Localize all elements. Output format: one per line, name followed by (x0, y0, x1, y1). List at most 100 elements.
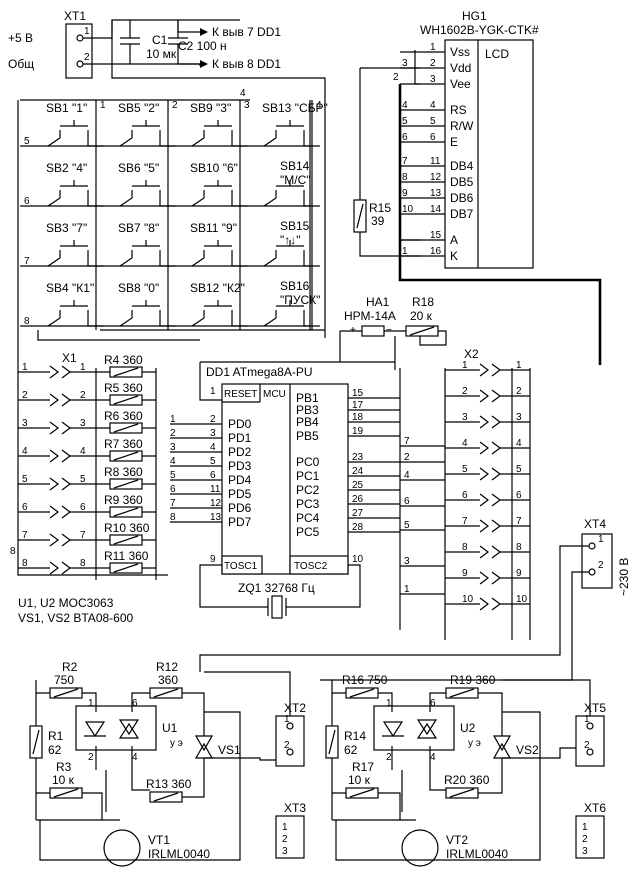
svg-text:1: 1 (584, 714, 590, 725)
x2-right-pin-6: 7 (516, 516, 522, 527)
xt4-ref: XT4 (584, 517, 606, 531)
svg-text:10 к: 10 к (52, 773, 75, 787)
x2-right-pin-2: 3 (516, 412, 522, 423)
lcd-pin-func-7: DB5 (450, 175, 474, 189)
x2-left-pin-5: 6 (462, 490, 468, 501)
x2-left-pin-9: 10 (462, 594, 474, 605)
svg-text:2: 2 (282, 834, 288, 845)
mcu-right-pin-7: 26 (352, 494, 364, 505)
mcu-right-pin-9: 28 (352, 522, 364, 533)
x1-left-pin-4: 5 (22, 474, 28, 485)
svg-text:VT1: VT1 (148, 833, 170, 847)
mcu-left-wire-4: 5 (170, 470, 176, 481)
x2-left-pin-8: 9 (462, 568, 468, 579)
key-label: SB2 "4" (46, 161, 87, 175)
svg-text:U2: U2 (460, 721, 476, 735)
x1-left-pin-3: 4 (22, 446, 28, 457)
mcu-dd1: DD1 ATmega8A-PU RESET MCU 1 TOSC1 TOSC2 … (170, 362, 400, 619)
x2-wire-5: 3 (404, 556, 410, 567)
svg-text:360: 360 (158, 673, 178, 687)
mcu-right-name-1: PB3 (296, 403, 319, 417)
mcu-left-pin-5: 11 (210, 484, 221, 495)
key-0-2: SB9 "3" (190, 101, 248, 147)
lcd-pin-2: 3 (430, 74, 436, 85)
mcu-left-name-1: PD1 (228, 431, 252, 445)
svg-text:R20 360: R20 360 (444, 773, 490, 787)
key-label: SB6 "5" (118, 161, 159, 175)
mcu-right-pin-5: 24 (352, 466, 364, 477)
x1-left-pin-0: 1 (22, 362, 28, 373)
svg-text:R19 360: R19 360 (450, 673, 496, 687)
lcd-title: LCD (485, 47, 509, 61)
svg-text:1: 1 (284, 714, 290, 725)
svg-text:XT3: XT3 (284, 801, 306, 815)
mcu-left-name-2: PD2 (228, 445, 252, 459)
x1-row-4: 5 5 R8 360 (18, 465, 156, 491)
x2-right-pin-8: 9 (516, 568, 522, 579)
key-2-1: SB7 "8" (118, 221, 176, 267)
x1-right-pin-4: 5 (80, 474, 86, 485)
x2-wire-6: 1 (404, 584, 410, 595)
x1-resistor-4: R8 360 (104, 465, 143, 479)
key-label: "ПУСК" (280, 293, 320, 307)
c1-ref: C1 (152, 33, 168, 47)
mcu-left-pin-6: 12 (210, 498, 222, 509)
mcu-left-name-7: PD7 (228, 515, 252, 529)
mcu-right-pin-0: 15 (352, 388, 364, 399)
mcu-right-pin-6: 25 (352, 480, 364, 491)
x1-right-pin-5: 6 (80, 502, 86, 513)
x1-resistor-1: R5 360 (104, 381, 143, 395)
svg-text:у э: у э (468, 738, 481, 749)
x2-wire-1: 2 (404, 452, 410, 463)
key-label: SB7 "8" (118, 221, 159, 235)
mcu-right-name-9: PC5 (296, 525, 320, 539)
mcu-left-pin-3: 5 (210, 456, 216, 467)
lcd-wire-9: 10 (402, 204, 414, 215)
x1-left-pin-7: 8 (22, 558, 28, 569)
key-label: SB14 (280, 159, 310, 173)
crystal: ZQ1 32768 Гц (238, 581, 315, 595)
svg-text:U1: U1 (162, 721, 178, 735)
key-1-3: SB14"М/С" (263, 159, 320, 207)
x1-left-pin-6: 7 (22, 530, 28, 541)
x1-resistor-6: R10 360 (104, 521, 150, 535)
keypad-col-1: 2 (172, 100, 178, 111)
mcu-left-name-0: PD0 (228, 417, 252, 431)
mcu-left-pin-7: 13 (210, 512, 222, 523)
svg-text:1: 1 (84, 26, 90, 37)
c1-value: 10 мк (146, 47, 177, 61)
r18-ref: R18 (412, 295, 434, 309)
note-triacs: VS1, VS2 BTA08-600 (18, 611, 134, 625)
svg-text:8: 8 (10, 546, 16, 557)
key-3-2: SB12 "К2" (190, 281, 248, 327)
mcu-left-name-4: PD4 (228, 473, 252, 487)
x2-left-pin-2: 3 (462, 412, 468, 423)
mcu-right-name-5: PC1 (296, 469, 320, 483)
lcd-pin-11: 16 (430, 246, 442, 257)
ha1-model: НРМ-14А (344, 309, 396, 323)
reset-label: RESET (224, 389, 257, 400)
mcu-left-wire-5: 6 (170, 484, 176, 495)
svg-text:10: 10 (352, 554, 364, 565)
mcu-left-pin-1: 3 (210, 428, 216, 439)
lcd-pin-func-9: DB7 (450, 207, 474, 221)
x1-right-pin-2: 3 (80, 418, 86, 429)
key-label: SB1 "1" (46, 101, 87, 115)
key-3-0: SB4 "К1" (46, 281, 104, 327)
svg-text:R13 360: R13 360 (146, 777, 192, 791)
x1-left-pin-5: 6 (22, 502, 28, 513)
svg-text:XT6: XT6 (584, 801, 606, 815)
key-label: SB11 "9" (190, 221, 237, 235)
key-label: SB12 "К2" (190, 281, 245, 295)
svg-text:6: 6 (430, 698, 436, 709)
x1-left-pin-1: 2 (22, 390, 28, 401)
lcd-pin-func-8: DB6 (450, 191, 474, 205)
keypad-row-3: 8 (24, 316, 30, 327)
